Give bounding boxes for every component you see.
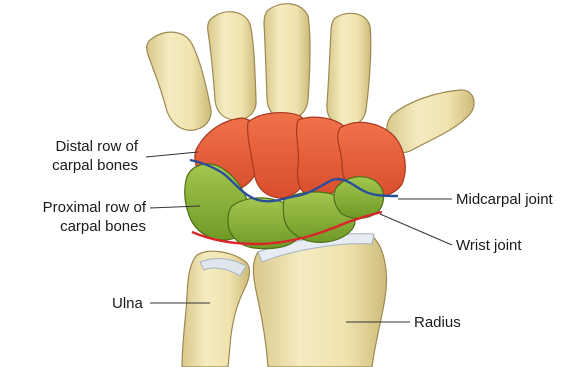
metacarpal-4 — [327, 13, 371, 126]
label-proximal-row-line1: Proximal row of — [0, 198, 146, 217]
leader-distal-row — [146, 152, 198, 157]
label-ulna: Ulna — [112, 294, 143, 313]
metacarpal-1 — [147, 32, 211, 130]
metacarpal-3 — [264, 4, 310, 119]
label-distal-row-line1: Distal row of — [2, 137, 138, 156]
label-proximal-row: Proximal row of carpal bones — [0, 198, 146, 236]
label-distal-row: Distal row of carpal bones — [2, 137, 138, 175]
pisiform — [334, 177, 384, 219]
label-midcarpal-joint: Midcarpal joint — [456, 190, 553, 209]
leader-wrist-joint — [380, 214, 452, 245]
label-wrist-joint: Wrist joint — [456, 236, 522, 255]
label-radius: Radius — [414, 313, 461, 332]
metacarpal-2 — [208, 12, 256, 120]
metacarpal-5 — [387, 90, 474, 152]
label-proximal-row-line2: carpal bones — [0, 217, 146, 236]
label-distal-row-line2: carpal bones — [2, 156, 138, 175]
